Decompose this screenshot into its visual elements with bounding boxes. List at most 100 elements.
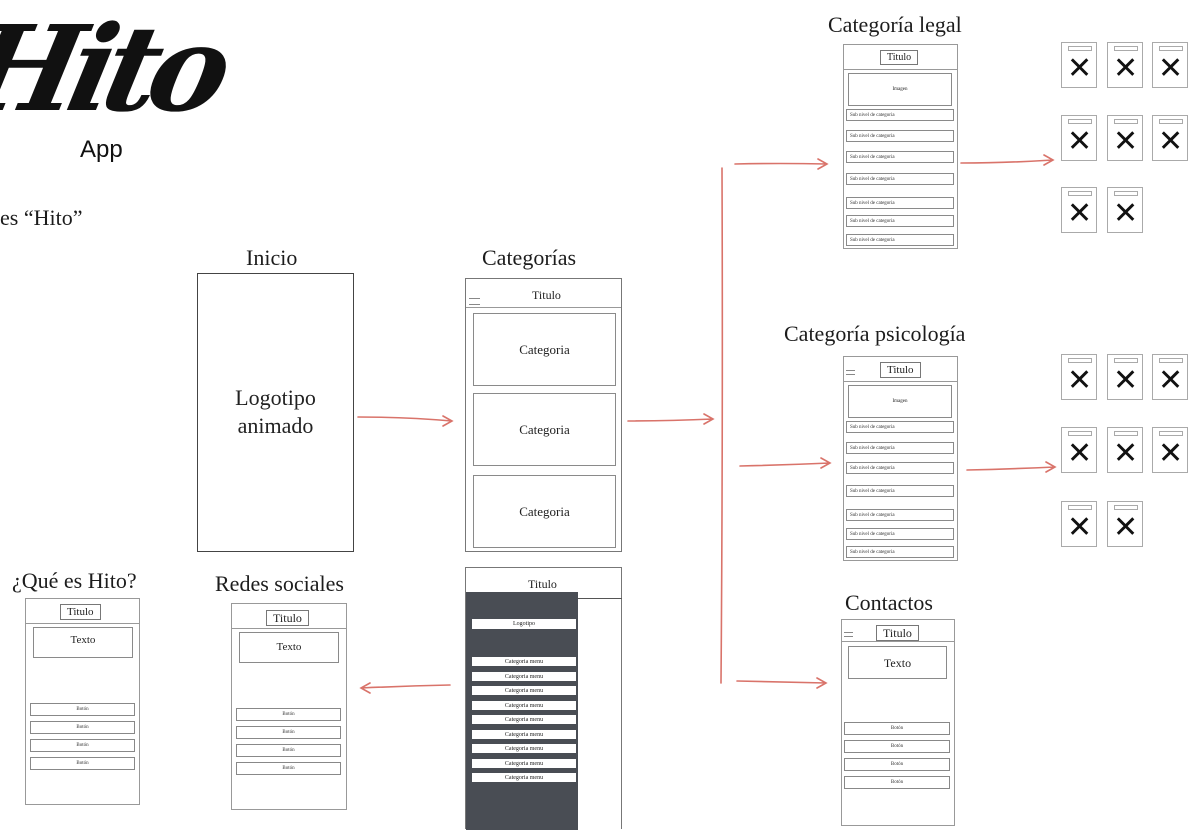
menu-screen: Titulo Logotipo Categoria menu Categoria… (465, 567, 622, 830)
button[interactable]: Botón (30, 739, 135, 752)
menu-item[interactable]: Categoria menu (472, 657, 576, 666)
arrow-to-psico (739, 457, 832, 469)
sub-category[interactable]: Sub nivel de categoria (846, 509, 954, 521)
menu-item[interactable]: Categoria menu (472, 686, 576, 695)
inicio-heading: Inicio (246, 245, 298, 270)
button[interactable]: Botón (236, 726, 341, 739)
divider (26, 623, 139, 624)
categorias-heading: Categorías (482, 245, 577, 270)
x-placeholder-icon: ✕ (1061, 501, 1097, 547)
que-es-text: Texto (33, 627, 133, 658)
hamburger-icon[interactable] (846, 370, 855, 375)
arrow-to-contactos (736, 677, 828, 689)
divider (842, 641, 954, 642)
sub-category[interactable]: Sub nivel de categoria (846, 173, 954, 185)
x-placeholder-icon: ✕ (1061, 187, 1097, 233)
redes-screen: Titulo Texto Botón Botón Botón Botón (231, 603, 347, 810)
x-placeholder-icon: ✕ (1152, 354, 1188, 400)
menu-item[interactable]: Categoria menu (472, 672, 576, 681)
divider (578, 598, 622, 599)
redes-title: Titulo (266, 610, 309, 626)
sub-category[interactable]: Sub nivel de categoria (846, 151, 954, 163)
button[interactable]: Botón (30, 757, 135, 770)
button[interactable]: Botón (30, 721, 135, 734)
x-placeholder-icon: ✕ (1107, 501, 1143, 547)
arrow-menu-to-redes (359, 682, 451, 694)
divider (844, 381, 957, 382)
psico-image: Imagen (848, 385, 952, 418)
menu-item[interactable]: Categoria menu (472, 759, 576, 768)
sub-category[interactable]: Sub nivel de categoria (846, 109, 954, 121)
legal-image: Imagen (848, 73, 952, 106)
redes-heading: Redes sociales (215, 571, 344, 596)
divider (466, 307, 621, 308)
categorias-title: Titulo (532, 288, 561, 302)
button[interactable]: Botón (236, 762, 341, 775)
contactos-heading: Contactos (845, 590, 933, 615)
x-placeholder-icon: ✕ (1107, 42, 1143, 88)
inicio-screen: Logotipo animado (197, 273, 354, 552)
category-card[interactable]: Categoria (473, 313, 616, 386)
x-placeholder-icon: ✕ (1152, 115, 1188, 161)
hamburger-icon[interactable] (469, 298, 480, 305)
sub-category[interactable]: Sub nivel de categoria (846, 528, 954, 540)
x-placeholder-icon: ✕ (1107, 427, 1143, 473)
x-placeholder-icon: ✕ (1107, 187, 1143, 233)
x-placeholder-icon: ✕ (1107, 354, 1143, 400)
menu-item[interactable]: Categoria menu (472, 715, 576, 724)
sub-category[interactable]: Sub nivel de categoria (846, 442, 954, 454)
arrow-categorias-to-branch (627, 413, 715, 425)
menu-drawer: Logotipo Categoria menu Categoria menu C… (466, 592, 578, 830)
category-card[interactable]: Categoria (473, 475, 616, 548)
inicio-content: Logotipo animado (235, 385, 316, 438)
sub-category[interactable]: Sub nivel de categoria (846, 462, 954, 474)
menu-item[interactable]: Categoria menu (472, 773, 576, 782)
button[interactable]: Botón (236, 708, 341, 721)
button[interactable]: Botón (844, 758, 950, 771)
arrow-inicio-to-categorias (357, 415, 454, 427)
sub-category[interactable]: Sub nivel de categoria (846, 546, 954, 558)
psico-title: Titulo (880, 362, 921, 378)
arrow-psico-to-thumbs (966, 461, 1057, 473)
menu-item[interactable]: Categoria menu (472, 730, 576, 739)
button[interactable]: Botón (236, 744, 341, 757)
button[interactable]: Botón (844, 722, 950, 735)
button[interactable]: Botón (844, 740, 950, 753)
hamburger-icon[interactable] (844, 632, 853, 637)
divider (232, 628, 346, 629)
hito-logo: Hito App (0, 0, 234, 175)
sub-category[interactable]: Sub nivel de categoria (846, 485, 954, 497)
x-placeholder-icon: ✕ (1061, 354, 1097, 400)
categorias-screen: Titulo Categoria Categoria Categoria (465, 278, 622, 552)
legal-screen: Titulo Imagen Sub nivel de categoria Sub… (843, 44, 958, 249)
arrow-to-legal (734, 158, 829, 170)
menu-item[interactable]: Categoria menu (472, 744, 576, 753)
contactos-screen: Titulo Texto Botón Botón Botón Botón (841, 619, 955, 826)
x-placeholder-icon: ✕ (1152, 42, 1188, 88)
sub-category[interactable]: Sub nivel de categoria (846, 421, 954, 433)
psico-screen: Titulo Imagen Sub nivel de categoria Sub… (843, 356, 958, 561)
legal-heading: Categoría legal (828, 12, 962, 37)
x-placeholder-icon: ✕ (1107, 115, 1143, 161)
que-es-screen: Titulo Texto Botón Botón Botón Botón (25, 598, 140, 805)
button[interactable]: Botón (844, 776, 950, 789)
category-card[interactable]: Categoria (473, 393, 616, 466)
x-placeholder-icon: ✕ (1152, 427, 1188, 473)
menu-title: Titulo (528, 577, 557, 591)
menu-item[interactable]: Categoria menu (472, 701, 576, 710)
x-placeholder-icon: ✕ (1061, 115, 1097, 161)
partial-label: es “Hito” (0, 205, 83, 230)
menu-logo: Logotipo (472, 619, 576, 629)
contactos-title: Titulo (876, 625, 919, 641)
arrow-legal-to-thumbs (960, 154, 1055, 166)
contactos-text: Texto (848, 646, 947, 679)
sub-category[interactable]: Sub nivel de categoria (846, 234, 954, 246)
legal-title: Titulo (880, 50, 919, 65)
x-placeholder-icon: ✕ (1061, 427, 1097, 473)
button[interactable]: Botón (30, 703, 135, 716)
sub-category[interactable]: Sub nivel de categoria (846, 215, 954, 227)
que-es-title: Titulo (60, 604, 101, 620)
divider (844, 69, 957, 70)
sub-category[interactable]: Sub nivel de categoria (846, 197, 954, 209)
sub-category[interactable]: Sub nivel de categoria (846, 130, 954, 142)
